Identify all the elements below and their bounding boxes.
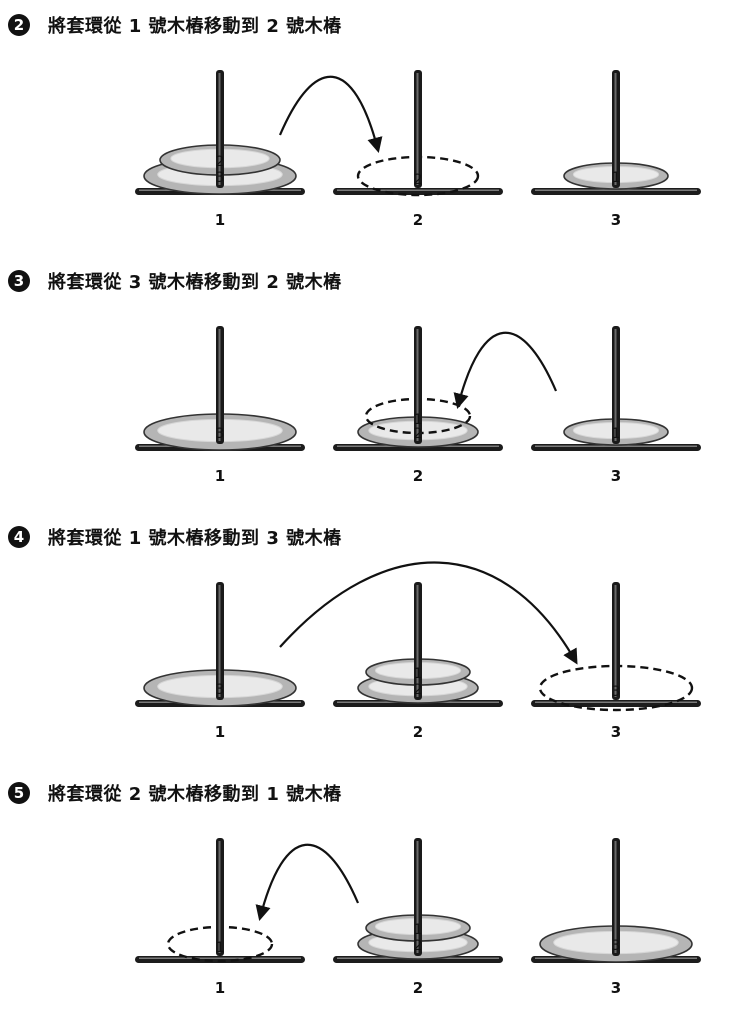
step-title: 將套環從 1 號木樁移動到 2 號木樁: [48, 16, 342, 37]
ring-number-label: 3: [612, 684, 621, 700]
move-arrow: [255, 843, 360, 921]
ring-number-label: 1: [414, 412, 423, 428]
ring-number-label: 3: [216, 682, 225, 698]
step-header: 4 將套環從 1 號木樁移動到 3 號木樁: [8, 520, 342, 554]
platform-shine: [535, 189, 697, 191]
peg: [414, 326, 422, 444]
ring-number-label: 2: [414, 172, 423, 188]
move-arrow: [279, 561, 578, 665]
peg: [216, 582, 224, 700]
peg-platform: [531, 444, 701, 451]
step-number-badge: 3: [8, 270, 30, 292]
peg-platform: [135, 956, 305, 963]
platform-shine: [139, 957, 301, 959]
ring-number-label: 1: [612, 426, 621, 442]
peg: [612, 70, 620, 188]
peg-number-label: 3: [611, 467, 621, 485]
platform-shine: [337, 189, 499, 191]
move-arrow: [453, 331, 558, 409]
peg-shine: [416, 73, 419, 185]
ring-number-label: 2: [414, 426, 423, 442]
step-header: 2 將套環從 1 號木樁移動到 2 號木樁: [8, 8, 342, 42]
peg: [414, 70, 422, 188]
peg: [612, 838, 620, 956]
peg-number-label: 3: [611, 211, 621, 229]
ring-number-label: 3: [216, 426, 225, 442]
step-header: 5 將套環從 2 號木樁移動到 1 號木樁: [8, 776, 342, 810]
peg-shine: [218, 329, 221, 441]
peg: [612, 326, 620, 444]
peg-number-label: 1: [215, 979, 225, 997]
step-title: 將套環從 1 號木樁移動到 3 號木樁: [48, 528, 342, 549]
peg-number-label: 3: [611, 979, 621, 997]
ring-number-label: 3: [216, 170, 225, 186]
peg-shine: [416, 329, 419, 441]
ring-number-label: 3: [612, 938, 621, 954]
peg-number-label: 2: [413, 723, 423, 741]
peg: [414, 838, 422, 956]
ring-number-label: 2: [216, 154, 225, 170]
peg-shine: [416, 841, 419, 953]
move-arrow: [278, 75, 383, 153]
peg-shine: [614, 585, 617, 697]
peg: [216, 70, 224, 188]
peg-shine: [218, 841, 221, 953]
peg: [414, 582, 422, 700]
step-title: 將套環從 2 號木樁移動到 1 號木樁: [48, 784, 342, 805]
peg-number-label: 1: [215, 211, 225, 229]
peg: [216, 838, 224, 956]
peg-shine: [614, 841, 617, 953]
ring-number-label: 1: [414, 666, 423, 682]
peg-number-label: 3: [611, 723, 621, 741]
peg-shine: [416, 585, 419, 697]
peg-shine: [218, 585, 221, 697]
peg-number-label: 2: [413, 467, 423, 485]
step-title: 將套環從 3 號木樁移動到 2 號木樁: [48, 272, 342, 293]
ring-number-label: 2: [414, 938, 423, 954]
ring-number-label: 1: [414, 922, 423, 938]
peg: [612, 582, 620, 700]
peg-platform: [531, 188, 701, 195]
step-number-badge: 4: [8, 526, 30, 548]
peg: [216, 326, 224, 444]
peg-number-label: 2: [413, 211, 423, 229]
peg-number-label: 1: [215, 723, 225, 741]
step-number-badge: 2: [8, 14, 30, 36]
peg-number-label: 2: [413, 979, 423, 997]
peg-number-label: 1: [215, 467, 225, 485]
peg-shine: [614, 73, 617, 185]
peg-shine: [218, 73, 221, 185]
peg-shine: [614, 329, 617, 441]
platform-shine: [535, 701, 697, 703]
step-number-badge: 5: [8, 782, 30, 804]
platform-shine: [535, 445, 697, 447]
ring-number-label: 2: [414, 682, 423, 698]
ring-number-label: 1: [612, 170, 621, 186]
ring-number-label: 1: [216, 940, 225, 956]
step-header: 3 將套環從 3 號木樁移動到 2 號木樁: [8, 264, 342, 298]
